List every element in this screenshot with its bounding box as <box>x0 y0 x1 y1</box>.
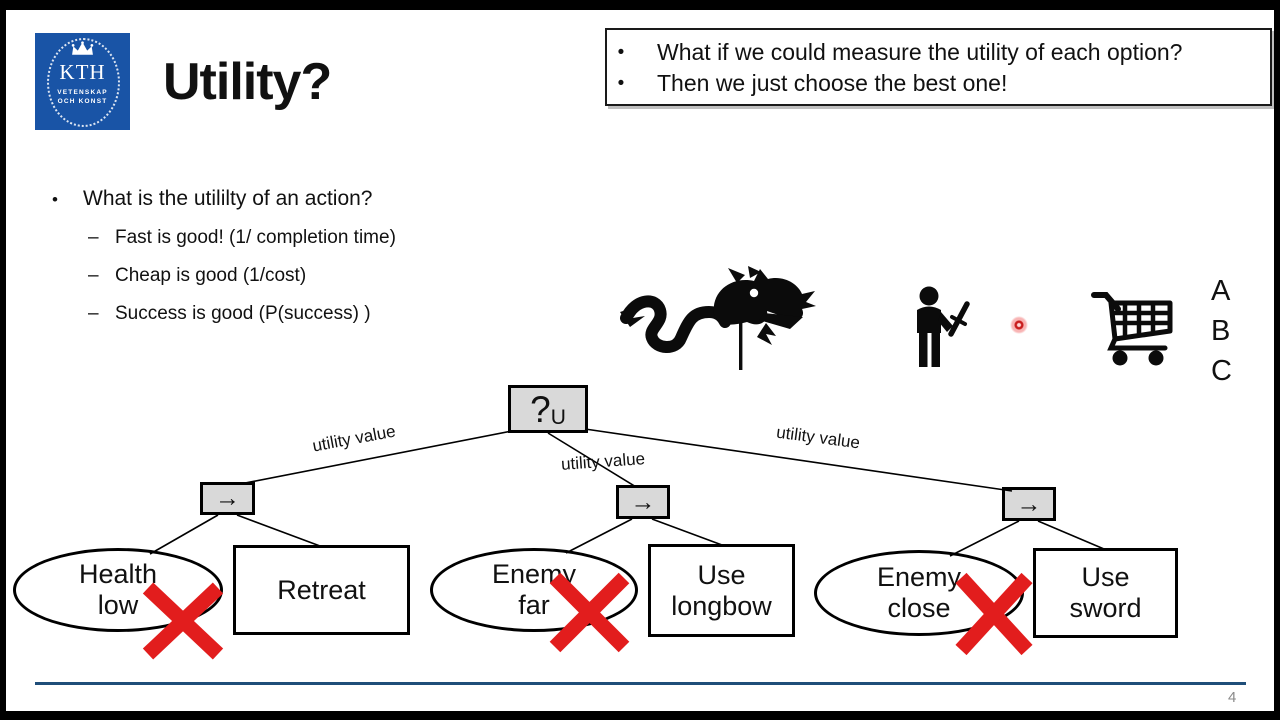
option-letter-a: A <box>1211 275 1231 307</box>
edge-label: utility value <box>775 422 862 453</box>
option-letters: A B C <box>1211 271 1232 391</box>
shopping-cart-icon <box>1091 292 1173 366</box>
sub-point-text: Success is good (P(success) ) <box>115 303 371 324</box>
action-node: Use sword <box>1033 548 1178 638</box>
letterbox-bottom <box>0 711 1280 720</box>
footer-divider <box>35 682 1246 685</box>
edge-label: utility value <box>560 449 646 474</box>
sub-point: – Fast is good! (1/ completion time) <box>88 226 396 250</box>
letterbox-right <box>1274 0 1280 720</box>
sub-point-text: Fast is good! (1/ completion time) <box>115 227 396 248</box>
letterbox-left <box>0 0 6 720</box>
bullet-marker: • <box>52 190 58 209</box>
callout-text: What if we could measure the utility of … <box>657 39 1183 65</box>
condition-node: Health low <box>13 548 223 632</box>
action-node: Retreat <box>233 545 410 635</box>
question-text: What is the utililty of an action? <box>83 187 373 210</box>
letterbox-top <box>0 0 1280 10</box>
laser-pointer-dot <box>1010 316 1028 334</box>
logo-caption-1: VETENSKAP <box>57 89 108 96</box>
swordsman-icon <box>917 286 970 367</box>
callout-bullet: • Then we just choose the best one! <box>607 68 1270 99</box>
callout-bullet: • What if we could measure the utility o… <box>607 37 1270 68</box>
option-letter-b: B <box>1211 315 1231 347</box>
logo-text: KTH <box>59 60 106 84</box>
dash-marker: – <box>88 265 99 286</box>
kth-logo: KTH VETENSKAP OCH KONST <box>35 33 130 130</box>
decision-node: → <box>616 485 670 519</box>
bullet-marker: • <box>617 42 625 63</box>
root-subscript: U <box>550 406 566 429</box>
crown-icon <box>71 41 94 55</box>
logo-caption-2: OCH KONST <box>57 98 108 105</box>
condition-node: Enemy close <box>814 550 1024 636</box>
option-letter-c: C <box>1211 355 1232 387</box>
dragon-icon <box>620 266 816 370</box>
sub-point: – Success is good (P(success) ) <box>88 302 396 326</box>
action-node: Use longbow <box>648 544 795 637</box>
body-text: • What is the utililty of an action? – F… <box>52 185 396 326</box>
laurel-wreath-icon <box>47 38 120 127</box>
tree-root-node: ? U <box>508 385 588 433</box>
dash-marker: – <box>88 227 99 248</box>
sub-point: – Cheap is good (1/cost) <box>88 264 396 288</box>
edge-label: utility value <box>310 421 398 456</box>
page-title: Utility? <box>163 53 332 111</box>
page-number: 4 <box>1228 689 1237 706</box>
root-symbol: ? <box>530 388 551 430</box>
decision-node: → <box>200 482 255 515</box>
question-bullet: • What is the utililty of an action? <box>52 185 396 213</box>
callout-text: Then we just choose the best one! <box>657 70 1008 96</box>
bullet-marker: • <box>617 73 625 94</box>
sub-point-text: Cheap is good (1/cost) <box>115 265 307 286</box>
decision-node: → <box>1002 487 1056 521</box>
condition-node: Enemy far <box>430 548 638 632</box>
callout-box: • What if we could measure the utility o… <box>605 28 1272 106</box>
dash-marker: – <box>88 303 99 324</box>
